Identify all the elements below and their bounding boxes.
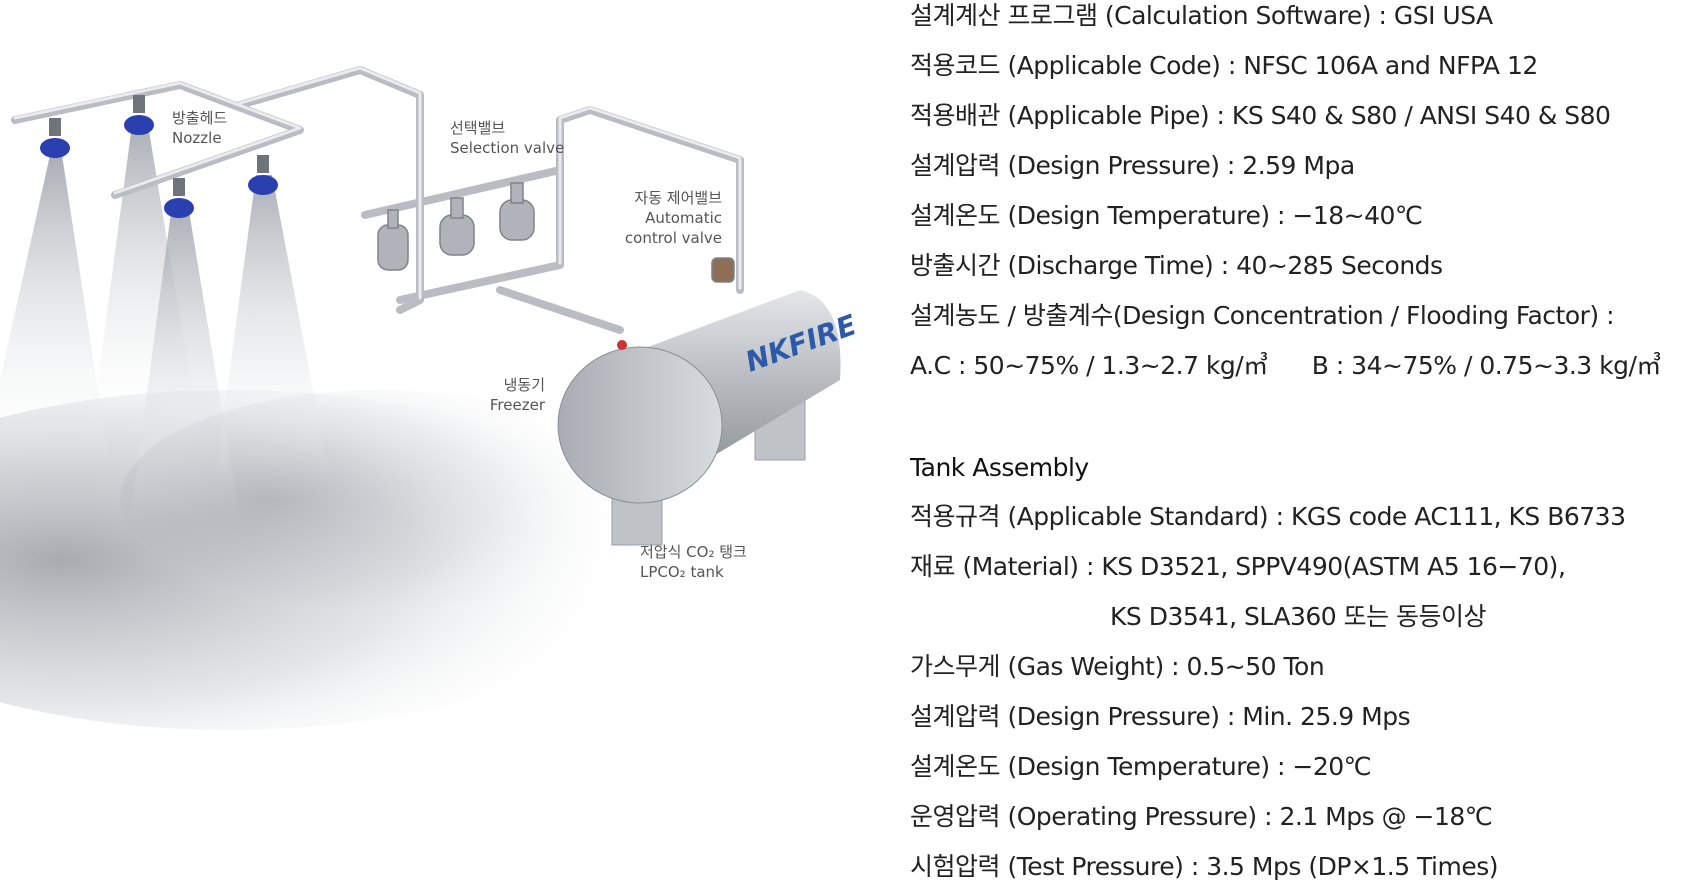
label-selection-valve-ko: 선택밸브 (450, 119, 506, 137)
callout-freezer: 냉동기 Freezer (470, 375, 545, 415)
spec-line: 적용배관 (Applicable Pipe) : KS S40 & S80 / … (910, 101, 1611, 130)
label-freezer-ko: 냉동기 (503, 376, 545, 394)
spec-line: 방출시간 (Discharge Time) : 40~285 Seconds (910, 251, 1443, 280)
spec-line: 운영압력 (Operating Pressure) : 2.1 Mps @ −1… (910, 802, 1493, 831)
spec-line: 적용코드 (Applicable Code) : NFSC 106A and N… (910, 51, 1538, 80)
spec-concentration-ac: A.C : 50~75% / 1.3~2.7 kg/㎥ (910, 351, 1268, 380)
spec-line: 설계온도 (Design Temperature) : −18~40℃ (910, 201, 1423, 230)
spec-line: 재료 (Material) : KS D3521, SPPV490(ASTM A… (910, 552, 1566, 581)
label-nozzle-ko: 방출헤드 (172, 109, 228, 127)
spec-line: 설계농도 / 방출계수(Design Concentration / Flood… (910, 301, 1615, 330)
spec-concentration-line: A.C : 50~75% / 1.3~2.7 kg/㎥ B : 34~75% / … (910, 351, 1661, 381)
nozzle-heads (40, 95, 278, 218)
spec-line: 설계계산 프로그램 (Calculation Software) : GSI U… (910, 1, 1493, 30)
callout-nozzle: 방출헤드 Nozzle (172, 108, 227, 148)
tank-assembly-heading: Tank Assembly (910, 453, 1089, 482)
spray-cone (0, 155, 110, 470)
co2-system-illustration: NKFIRE (0, 66, 861, 730)
label-selection-valve-en: Selection valve (450, 139, 565, 157)
label-nozzle-en: Nozzle (172, 129, 222, 147)
valves (377, 182, 735, 283)
label-auto-valve-en2: control valve (624, 229, 722, 247)
spec-line: 가스무게 (Gas Weight) : 0.5~50 Ton (910, 652, 1325, 681)
spec-line: 적용규격 (Applicable Standard) : KGS code AC… (910, 502, 1626, 531)
callout-selection-valve: 선택밸브 Selection valve (450, 118, 564, 158)
spec-line: 설계온도 (Design Temperature) : −20℃ (910, 752, 1372, 781)
spec-line: KS D3541, SLA360 또는 동등이상 (1110, 602, 1487, 631)
callout-tank: 저압식 CO₂ 탱크 LPCO₂ tank (640, 542, 747, 582)
spec-concentration-b: B : 34~75% / 0.75~3.3 kg/㎥ (1311, 351, 1662, 380)
spec-line: 설계압력 (Design Pressure) : Min. 25.9 Mps (910, 702, 1411, 731)
label-auto-valve-ko: 자동 제어밸브 (634, 189, 722, 207)
spec-line: 시험압력 (Test Pressure) : 3.5 Mps (DP×1.5 T… (910, 852, 1499, 881)
label-auto-valve-en1: Automatic (645, 209, 722, 227)
spec-line: 설계압력 (Design Pressure) : 2.59 Mpa (910, 151, 1355, 180)
spray-cone (130, 205, 240, 520)
spray-cone (215, 175, 330, 480)
lpco2-tank: NKFIRE (557, 290, 861, 546)
system-diagram: NKFIRE 방출헤드 Nozzle 선택밸브 Selection valve … (0, 66, 861, 730)
label-freezer-en: Freezer (489, 396, 545, 414)
label-tank-ko: 저압식 CO₂ 탱크 (640, 543, 747, 561)
callout-auto-valve: 자동 제어밸브 Automatic control valve (600, 188, 722, 248)
label-tank-en: LPCO₂ tank (640, 563, 724, 581)
